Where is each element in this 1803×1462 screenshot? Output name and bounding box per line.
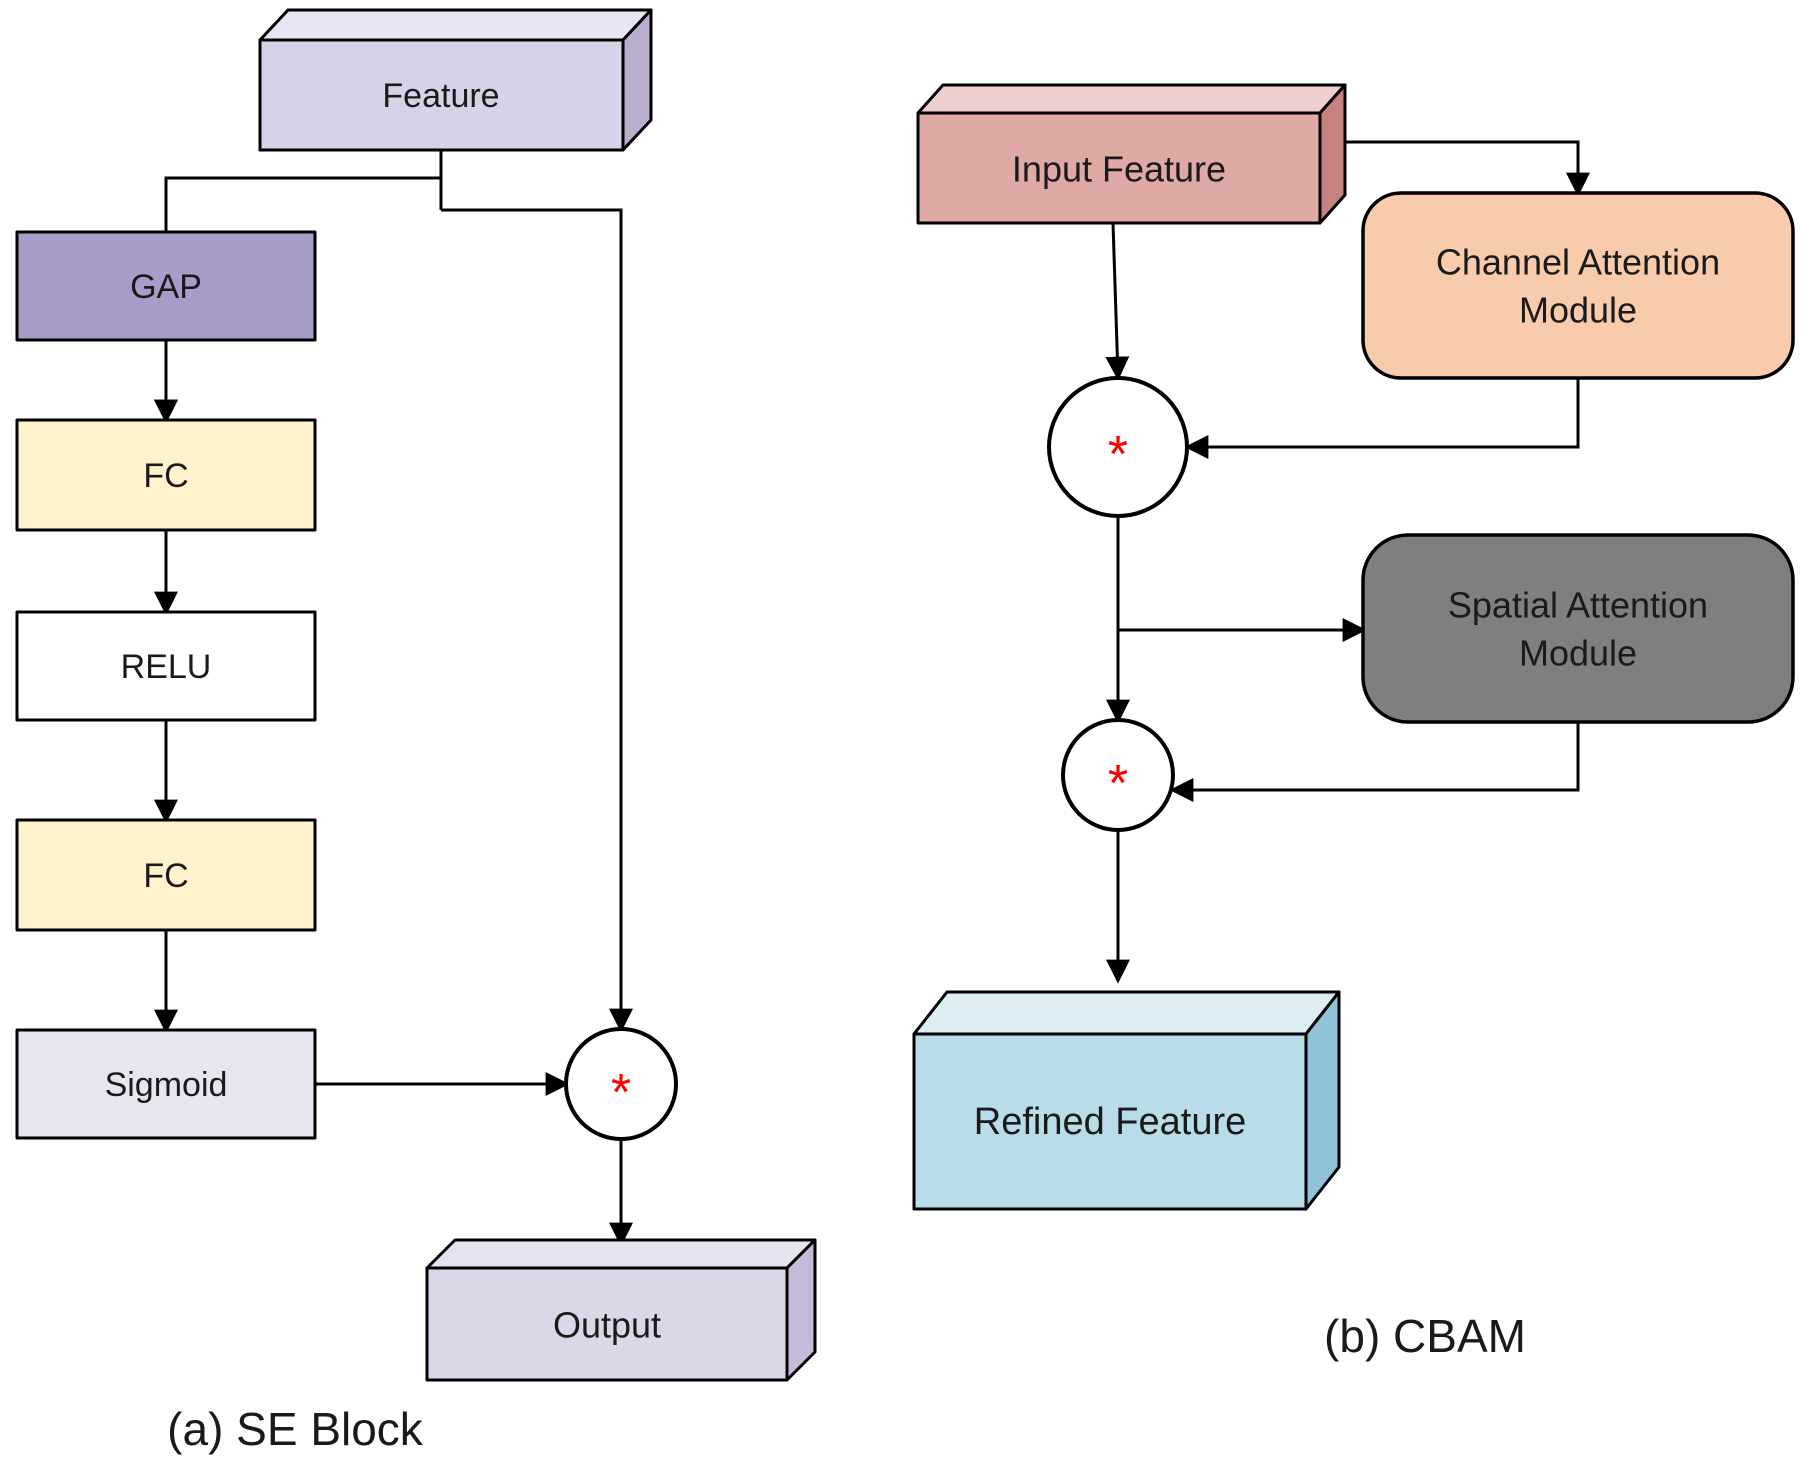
- input-feature-box-top-face: [916, 83, 1347, 115]
- spatial-attention-module: Spatial Attention Module: [1361, 533, 1795, 724]
- feature-box-top-face: [258, 8, 653, 42]
- cbam-diagram: Input Feature Channel Attention Module *…: [912, 83, 1795, 1362]
- cbam-multiply1-circle: [1047, 376, 1189, 518]
- sigmoid-box-rect: [15, 1028, 317, 1140]
- fc2-label: FC: [143, 857, 188, 895]
- sigmoid-box: Sigmoid: [15, 1028, 317, 1140]
- channel-attention-module: Channel Attention Module: [1361, 191, 1795, 380]
- output-label: Output: [553, 1305, 661, 1346]
- cbam-multiply2-circle: [1061, 718, 1175, 832]
- se-block-diagram: Feature GAP FC RELU FC Sigmoid: [15, 8, 817, 1455]
- cbam-multiply1-asterisk-icon: *: [1108, 426, 1128, 484]
- arrow-input-to-multiply1: [1105, 222, 1130, 381]
- se-multiply-circle: [564, 1027, 678, 1141]
- spatial-attention-module-rect: [1361, 533, 1795, 724]
- fc2-box-rect: [15, 818, 317, 932]
- output-box-front-face: [425, 1266, 789, 1382]
- feature-box: Feature: [258, 8, 653, 152]
- channel-attention-label-line1: Channel Attention: [1436, 242, 1720, 283]
- refined-feature-label: Refined Feature: [974, 1101, 1247, 1143]
- sigmoid-label: Sigmoid: [105, 1066, 228, 1104]
- se-multiply-asterisk-icon: *: [611, 1064, 631, 1122]
- se-multiply-node: *: [564, 1027, 678, 1141]
- output-box: Output: [425, 1238, 817, 1382]
- cbam-caption: (b) CBAM: [1324, 1310, 1526, 1362]
- fc1-box: FC: [15, 418, 317, 532]
- feature-label: Feature: [382, 77, 499, 115]
- gap-box: GAP: [15, 230, 317, 342]
- cbam-multiply2-asterisk-icon: *: [1108, 755, 1128, 813]
- relu-label: RELU: [121, 648, 212, 686]
- gap-label: GAP: [130, 268, 202, 306]
- fc1-box-rect: [15, 418, 317, 532]
- relu-box-rect: [15, 610, 317, 722]
- relu-box: RELU: [15, 610, 317, 722]
- fc2-box: FC: [15, 818, 317, 932]
- refined-feature-box: Refined Feature: [912, 990, 1341, 1211]
- spatial-attention-label-line2: Module: [1519, 633, 1637, 674]
- arrow-channel-attention-to-multiply1: [1184, 378, 1580, 459]
- arrow-spatial-attention-to-multiply2: [1169, 722, 1580, 802]
- refined-feature-box-front-face: [912, 1032, 1308, 1211]
- se-block-caption: (a) SE Block: [167, 1403, 424, 1455]
- fc1-label: FC: [143, 457, 188, 495]
- channel-attention-label-line2: Module: [1519, 290, 1637, 331]
- channel-attention-module-rect: [1361, 191, 1795, 380]
- output-box-top-face: [425, 1238, 817, 1270]
- arrow-input-to-channel-attention: [1345, 140, 1590, 197]
- cbam-multiply1-node: *: [1047, 376, 1189, 518]
- spatial-attention-label-line1: Spatial Attention: [1448, 585, 1708, 626]
- cbam-multiply2-node: *: [1061, 718, 1175, 832]
- feature-box-front-face: [258, 38, 625, 152]
- gap-box-rect: [15, 230, 317, 342]
- input-feature-label: Input Feature: [1012, 149, 1226, 190]
- refined-feature-box-top-face: [912, 990, 1341, 1036]
- arrow-feature-to-multiply: [441, 208, 633, 1033]
- input-feature-box: Input Feature: [916, 83, 1347, 225]
- input-feature-box-front-face: [916, 111, 1322, 225]
